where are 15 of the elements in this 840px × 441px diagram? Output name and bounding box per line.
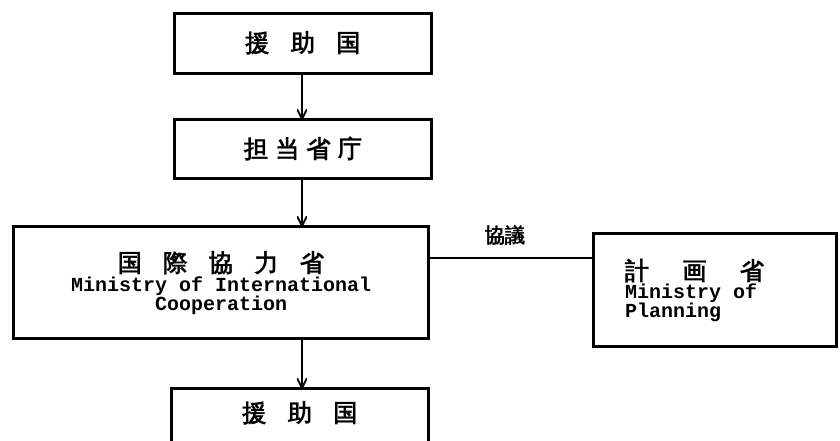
- box-title: 援助国: [244, 30, 384, 57]
- connector-line: [430, 257, 592, 259]
- arrow: [296, 180, 308, 227]
- box-title: 担当省庁: [242, 136, 370, 162]
- process-box: [592, 232, 838, 348]
- arrow: [296, 75, 308, 120]
- box-title: 計画省: [625, 258, 799, 284]
- box-title: 援助国: [241, 400, 380, 426]
- box-title: 国際協力省: [118, 250, 346, 277]
- arrow: [296, 340, 308, 389]
- process-box: [12, 225, 430, 340]
- box-subtitle: Ministry of Planning: [625, 284, 758, 322]
- process-box: [173, 12, 433, 75]
- box-subtitle: Ministry of International Cooperation: [70, 276, 372, 315]
- process-box: [173, 118, 433, 180]
